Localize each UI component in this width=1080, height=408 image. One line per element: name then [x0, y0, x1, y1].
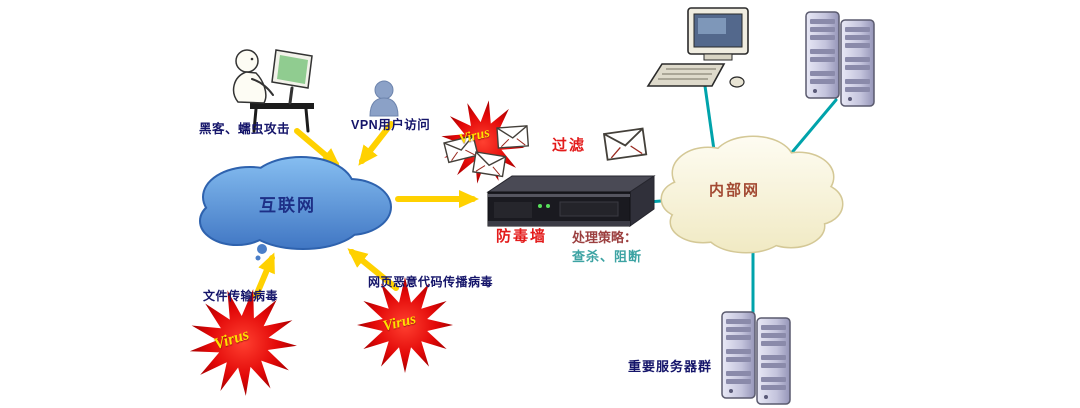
internet-cloud-tail-dot	[257, 244, 267, 254]
vpn-user-label: VPN用户访问	[351, 118, 431, 132]
policy-title-label: 处理策略：	[572, 230, 638, 245]
intranet-label: 内部网	[709, 182, 761, 199]
virus-burst-middle	[357, 277, 453, 373]
firewall-device	[486, 175, 656, 227]
file-virus-label: 文件传输病毒	[203, 289, 279, 303]
arrow-webvirus-to-internet	[347, 248, 399, 291]
server-group-tower-1	[721, 311, 756, 399]
arrow-filevirus-to-internet	[253, 252, 275, 299]
internet-cloud-tail-dot-small	[255, 255, 261, 261]
hacker-figure	[232, 49, 314, 133]
server-rack-icons	[805, 11, 875, 107]
computer-keyboard	[646, 63, 726, 87]
internet-label: 互联网	[259, 196, 316, 215]
hacker-monitor-screen	[277, 55, 308, 84]
hacker-desk-leg-left	[252, 107, 258, 133]
firewall-label: 防毒墙	[496, 228, 548, 245]
computer-screen-glare	[698, 18, 726, 34]
firewall-led-1	[538, 204, 542, 208]
firewall-base-strip	[488, 221, 630, 226]
web-virus-label: 网页恶意代码传播病毒	[368, 275, 494, 289]
hacker-desk-leg-right	[304, 107, 310, 133]
envelope-icon-filtered	[603, 127, 648, 161]
server-group-icon	[721, 311, 791, 405]
computer-stand	[703, 53, 733, 61]
hacker-body	[232, 71, 267, 104]
virus-burst-left	[189, 289, 297, 396]
envelope-icon-2	[472, 151, 507, 178]
hacker-desk	[250, 103, 314, 109]
computer-keyboard-keys	[658, 68, 716, 80]
link-intranet-servers	[787, 98, 838, 158]
hacker-monitor-stand	[288, 86, 294, 105]
server-tower-2	[840, 19, 875, 107]
server-group-label: 重要服务器群	[628, 359, 713, 374]
firewall-vent-panel	[494, 202, 532, 218]
firewall-port-panel	[559, 201, 619, 217]
envelope-icon-3	[496, 125, 530, 149]
virus-burst-top	[441, 100, 525, 184]
hacker-attack-label: 黑客、蠕虫攻击	[199, 122, 291, 136]
desktop-computer-icon	[646, 7, 749, 88]
arrow-vpn-to-internet	[358, 121, 394, 166]
server-tower-1	[805, 11, 840, 99]
link-intranet-computer	[703, 84, 716, 152]
internet-cloud	[199, 156, 392, 261]
attack-arrows	[253, 121, 479, 299]
firewall-top-face	[486, 175, 656, 193]
policy-detail-label: 查杀、阻断	[572, 249, 643, 264]
hacker-arm	[251, 78, 274, 96]
vpn-user-head	[374, 80, 394, 100]
vpn-user-icon	[369, 80, 399, 117]
hacker-head	[235, 49, 259, 73]
server-group-tower-2	[756, 317, 791, 405]
filter-label: 过滤	[552, 137, 587, 154]
vpn-user-body	[369, 97, 399, 117]
firewall-top-edge-highlight	[488, 194, 630, 197]
arrow-hacker-to-internet	[294, 128, 341, 168]
hacker-eye	[250, 57, 254, 61]
firewall-led-2	[546, 204, 550, 208]
computer-mouse	[729, 76, 745, 88]
